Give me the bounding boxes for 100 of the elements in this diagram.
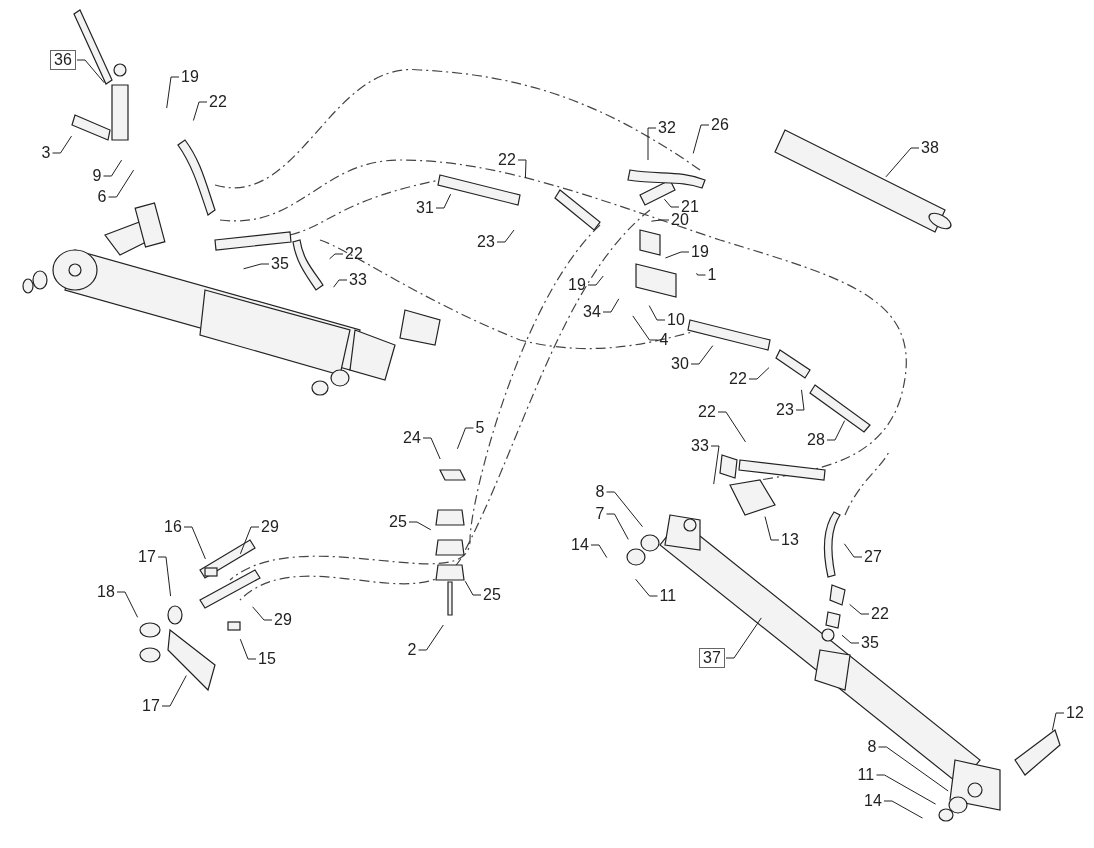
callout-number: 36	[50, 50, 76, 70]
leader-line	[878, 746, 949, 792]
callout-number: 22	[728, 370, 748, 388]
leader-line	[826, 420, 846, 441]
leader-line	[103, 159, 123, 177]
callout-number: 26	[710, 116, 730, 134]
leader-line	[587, 275, 604, 286]
leader-line	[876, 774, 937, 805]
callout-number: 12	[1065, 704, 1085, 722]
callout-number: 8	[866, 738, 878, 756]
callout-number: 25	[482, 586, 502, 604]
leader-line	[885, 147, 920, 178]
leader-line	[239, 526, 260, 555]
callout-number: 1	[706, 266, 718, 284]
callout-number: 23	[775, 401, 795, 419]
leader-line	[422, 437, 441, 460]
leader-line	[606, 491, 643, 528]
leader-line	[748, 367, 770, 380]
callout-number: 22	[497, 151, 517, 169]
leader-line	[841, 634, 860, 644]
leader-line	[243, 263, 270, 270]
callout-number: 11	[658, 587, 678, 605]
callout-number: 25	[388, 513, 408, 531]
callout-number: 30	[670, 355, 690, 373]
callout-number: 37	[699, 648, 725, 668]
leader-line	[157, 556, 172, 597]
callout-number: 32	[657, 119, 677, 137]
callout-number: 17	[137, 548, 157, 566]
callout-number: 33	[690, 437, 710, 455]
callout-number: 24	[402, 429, 422, 447]
leader-line	[648, 305, 666, 321]
callout-number: 28	[806, 431, 826, 449]
leader-line	[108, 169, 135, 198]
callout-number: 16	[163, 518, 183, 536]
callout-number: 13	[780, 531, 800, 549]
callout-number: 19	[567, 276, 587, 294]
leader-line	[650, 219, 670, 222]
leader-line	[795, 389, 805, 411]
callout-number: 14	[570, 536, 590, 554]
leader-line	[764, 516, 780, 541]
leader-line	[496, 229, 515, 243]
callout-number: 29	[273, 611, 293, 629]
callout-number: 22	[697, 403, 717, 421]
leader-line	[464, 580, 482, 596]
leader-line	[252, 606, 273, 621]
callout-number: 9	[91, 167, 103, 185]
leader-line	[647, 127, 657, 161]
callout-number: 10	[666, 311, 686, 329]
leader-line	[606, 513, 629, 540]
callout-number: 14	[863, 792, 883, 810]
leader-line	[663, 198, 680, 208]
leader-line	[456, 427, 474, 450]
callout-number: 22	[870, 605, 890, 623]
leader-line	[725, 617, 762, 659]
callout-number: 11	[856, 766, 876, 784]
leader-line	[76, 59, 105, 84]
callout-number: 7	[594, 505, 606, 523]
leader-line	[517, 159, 527, 179]
callout-number: 18	[96, 583, 116, 601]
callout-number: 20	[670, 211, 690, 229]
leader-line	[408, 521, 432, 531]
leader-line	[239, 638, 257, 660]
leader-line	[635, 578, 658, 597]
leader-line	[333, 279, 348, 288]
leader-line	[664, 251, 690, 259]
leader-line	[632, 315, 658, 341]
callout-number: 35	[270, 255, 290, 273]
callout-number: 33	[348, 271, 368, 289]
leader-line	[883, 800, 923, 819]
callout-number: 2	[406, 641, 418, 659]
leader-line	[183, 526, 206, 560]
leader-line	[435, 193, 452, 209]
callout-number: 6	[96, 188, 108, 206]
leader-line	[843, 543, 863, 558]
callout-number: 4	[658, 331, 670, 349]
callout-number: 34	[582, 303, 602, 321]
leader-line	[52, 135, 72, 154]
callout-number: 19	[180, 68, 200, 86]
leader-line	[692, 124, 710, 154]
leader-line	[717, 411, 746, 443]
leader-line	[849, 603, 870, 615]
leader-line	[1051, 712, 1065, 731]
callout-number: 23	[476, 233, 496, 251]
leader-line	[329, 253, 344, 260]
callout-number: 35	[860, 634, 880, 652]
callout-number: 29	[260, 518, 280, 536]
callout-number: 19	[690, 243, 710, 261]
leader-line	[116, 591, 139, 618]
callout-number: 15	[257, 650, 277, 668]
leader-line	[418, 624, 444, 651]
leader-line	[690, 345, 714, 365]
callout-number: 31	[415, 199, 435, 217]
leader-line	[161, 675, 187, 707]
callout-number: 38	[920, 139, 940, 157]
leader-line	[710, 445, 720, 485]
callout-number: 22	[344, 245, 364, 263]
callout-number: 22	[208, 93, 228, 111]
callout-number: 5	[474, 419, 486, 437]
leader-line	[166, 76, 180, 109]
leader-line	[696, 272, 706, 276]
